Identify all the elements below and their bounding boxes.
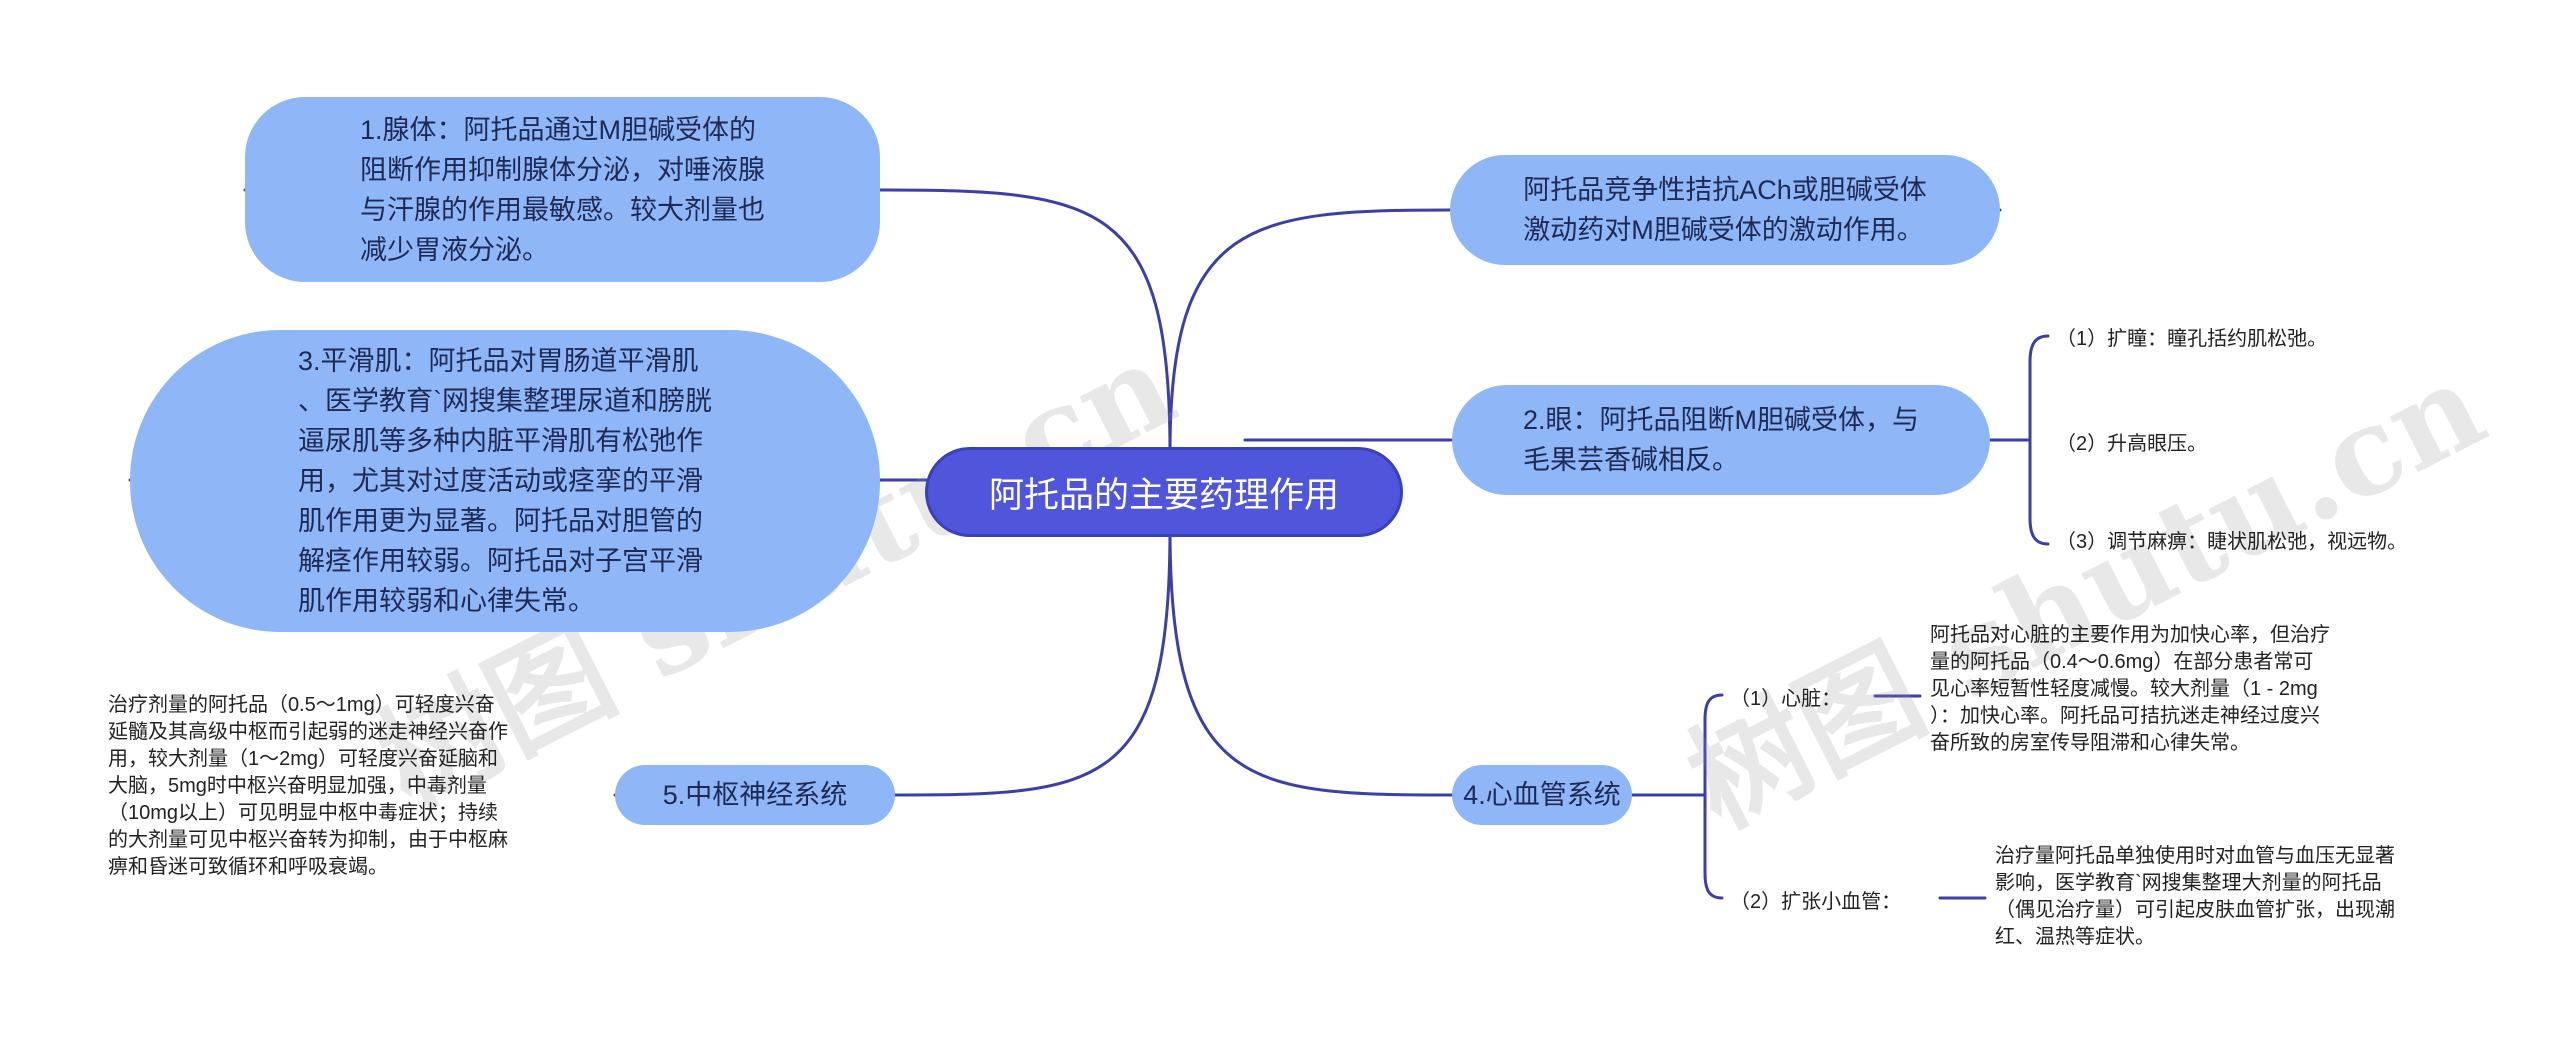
node-ach-text: 阿托品竞争性拮抗ACh或胆碱受体 激动药对M胆碱受体的激动作用。 [1523, 175, 1927, 245]
node-smooth-muscle-text: 3.平滑肌：阿托品对胃肠道平滑肌 、医学教育`网搜集整理尿道和膀胱 逼尿肌等多种… [298, 346, 712, 616]
heart-detail: 阿托品对心脏的主要作用为加快心率，但治疗 量的阿托品（0.4～0.6mg）在部分… [1930, 624, 2330, 754]
node-eye[interactable]: 2.眼：阿托品阻断M胆碱受体，与 毛果芸香碱相反。 [1452, 385, 1990, 495]
vessel-label[interactable]: （2）扩张小血管： [1730, 891, 1902, 913]
node-cardio-label: 4.心血管系统 [1463, 780, 1621, 810]
eye-item-3[interactable]: （3）调节麻痹：睫状肌松弛，视远物。 [2056, 531, 2408, 553]
cns-detail: 治疗剂量的阿托品（0.5～1mg）可轻度兴奋 延髓及其高级中枢而引起弱的迷走神经… [108, 694, 508, 878]
node-cns-label: 5.中枢神经系统 [662, 780, 848, 810]
node-eye-text: 2.眼：阿托品阻断M胆碱受体，与 毛果芸香碱相反。 [1522, 405, 1919, 475]
node-glands-text: 1.腺体：阿托品通过M胆碱受体的 阻断作用抑制腺体分泌，对唾液腺 与汗腺的作用最… [360, 114, 765, 265]
eye-item-1[interactable]: （1）扩瞳：瞳孔括约肌松弛。 [2056, 328, 2328, 350]
central-topic-label: 阿托品的主要药理作用 [988, 475, 1339, 515]
eye-item-2[interactable]: （2）升高眼压。 [2056, 433, 2208, 455]
node-cns[interactable]: 5.中枢神经系统 [615, 765, 895, 825]
node-ach[interactable]: 阿托品竞争性拮抗ACh或胆碱受体 激动药对M胆碱受体的激动作用。 [1450, 155, 2000, 265]
node-glands[interactable]: 1.腺体：阿托品通过M胆碱受体的 阻断作用抑制腺体分泌，对唾液腺 与汗腺的作用最… [245, 97, 880, 282]
node-cardio[interactable]: 4.心血管系统 [1452, 765, 1632, 825]
heart-label[interactable]: （1）心脏： [1730, 688, 1842, 710]
central-topic[interactable]: 阿托品的主要药理作用 [925, 447, 1403, 537]
vessel-detail: 治疗量阿托品单独使用时对血管与血压无显著 影响，医学教育`网搜集整理大剂量的阿托… [1995, 845, 2395, 948]
node-smooth-muscle[interactable]: 3.平滑肌：阿托品对胃肠道平滑肌 、医学教育`网搜集整理尿道和膀胱 逼尿肌等多种… [130, 330, 880, 632]
